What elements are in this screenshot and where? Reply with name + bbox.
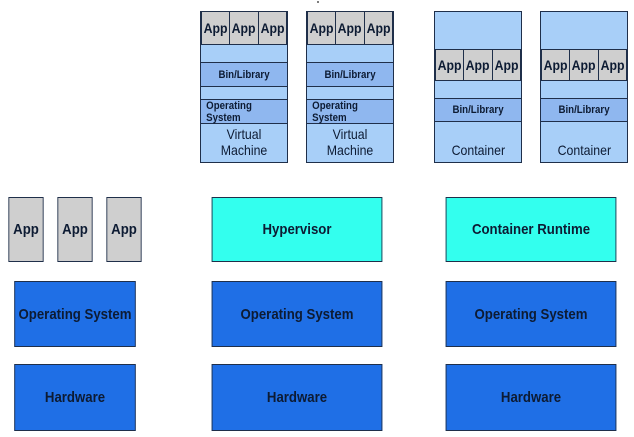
- vm-app: App: [201, 11, 231, 45]
- vm-caption: Virtual Machine: [326, 126, 374, 158]
- container-runtime-layer: Container Runtime: [445, 197, 617, 262]
- vm-host-os-layer: Operating System: [211, 281, 383, 347]
- vm-app: App: [257, 11, 287, 45]
- container-apps-row: App App App: [435, 49, 521, 81]
- container-app: App: [491, 49, 521, 81]
- left-os-layer: Operating System: [14, 281, 136, 347]
- vm-bin-library: Bin/Library: [201, 62, 287, 87]
- vm-apps-row: App App App: [307, 11, 393, 45]
- container-caption: Container: [557, 142, 611, 158]
- container-apps-row: App App App: [541, 49, 627, 81]
- vm-app: App: [229, 11, 259, 45]
- container-app: App: [597, 49, 627, 81]
- container-app: App: [463, 49, 493, 81]
- vm-guest-os: Operating System: [307, 99, 393, 124]
- left-app-box: App: [57, 197, 93, 262]
- container-bin-library: Bin/Library: [435, 98, 521, 122]
- hypervisor-layer: Hypervisor: [211, 197, 383, 262]
- container: App App App Bin/Library Container: [540, 11, 628, 163]
- stray-mark: [317, 1, 319, 3]
- left-app-box: App: [106, 197, 142, 262]
- virtual-machine: App App App Bin/Library Operating System…: [200, 11, 288, 163]
- vm-caption: Virtual Machine: [220, 126, 268, 158]
- container-app: App: [541, 49, 571, 81]
- container: App App App Bin/Library Container: [434, 11, 522, 163]
- left-app-box: App: [8, 197, 44, 262]
- container-app: App: [569, 49, 599, 81]
- vm-hardware-layer: Hardware: [211, 364, 383, 431]
- vm-app: App: [335, 11, 365, 45]
- vm-bin-library: Bin/Library: [307, 62, 393, 87]
- container-app: App: [435, 49, 465, 81]
- virtual-machine: App App App Bin/Library Operating System…: [306, 11, 394, 163]
- left-hardware-layer: Hardware: [14, 364, 136, 431]
- container-host-os-layer: Operating System: [445, 281, 617, 347]
- container-caption: Container: [451, 142, 505, 158]
- vm-app: App: [307, 11, 337, 45]
- container-bin-library: Bin/Library: [541, 98, 627, 122]
- vm-guest-os: Operating System: [201, 99, 287, 124]
- vm-apps-row: App App App: [201, 11, 287, 45]
- vm-app: App: [363, 11, 393, 45]
- container-hardware-layer: Hardware: [445, 364, 617, 431]
